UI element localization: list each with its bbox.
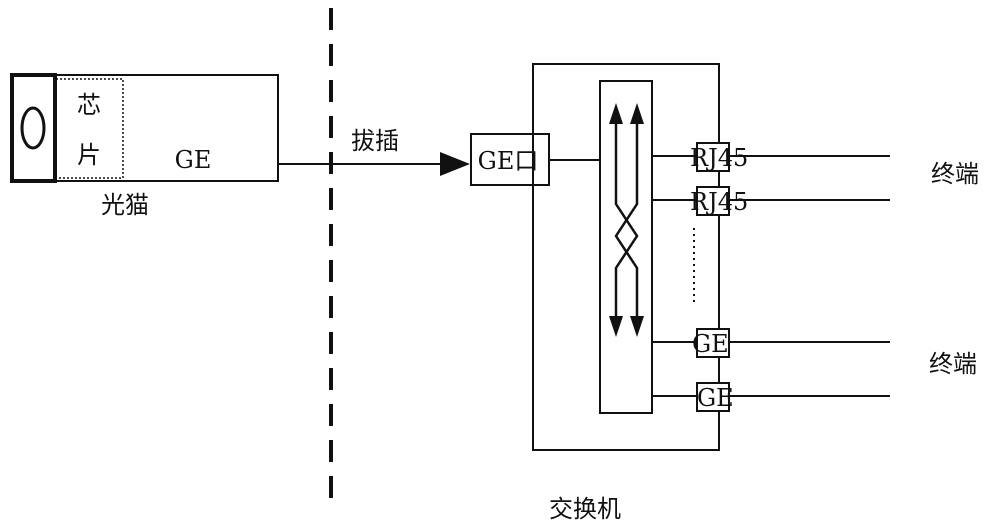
arrow-down-icon — [630, 316, 644, 337]
arrow-head-icon — [440, 152, 470, 176]
uplink-port-label: GE口 — [478, 147, 539, 175]
switch-body — [532, 63, 720, 451]
crossover-path-1 — [614, 110, 639, 320]
terminal-label: 终端 — [931, 160, 979, 188]
port-box — [696, 142, 730, 172]
plug-connection: 拔插 — [278, 127, 470, 176]
switch-fabric — [599, 80, 653, 414]
plug-label: 拔插 — [351, 127, 399, 155]
port-box — [696, 186, 730, 216]
port-row: RJ45 — [652, 186, 890, 216]
arrow-up-icon — [609, 103, 623, 124]
port-row: GE — [652, 328, 890, 358]
chip-label-2: 片 — [77, 141, 101, 169]
switch-label: 交换机 — [549, 495, 621, 523]
chip-label-1: 芯 — [77, 91, 101, 119]
fiber-connector-icon — [20, 106, 46, 150]
port-label: GE — [697, 384, 734, 412]
terminal-label: 终端 — [929, 350, 977, 378]
arrow-down-icon — [609, 316, 623, 337]
port-row: RJ45 — [652, 142, 890, 172]
port-label: RJ45 — [690, 188, 748, 216]
modem-optical-port — [10, 73, 57, 183]
chip-region — [55, 78, 124, 179]
modem-ge-label: GE — [175, 146, 212, 174]
port-label: GE — [692, 330, 729, 358]
optical-modem: 芯 片 GE 光猫 — [10, 73, 279, 219]
crossover-path-2 — [614, 110, 639, 320]
port-label: RJ45 — [690, 144, 748, 172]
port-row: GE — [652, 382, 890, 412]
switch: GE口 RJ45 RJ45 GE GE — [470, 63, 890, 523]
arrow-up-icon — [630, 103, 644, 124]
port-box — [696, 382, 730, 412]
modem-body — [53, 74, 279, 182]
modem-label: 光猫 — [101, 191, 149, 219]
port-box — [696, 328, 730, 358]
